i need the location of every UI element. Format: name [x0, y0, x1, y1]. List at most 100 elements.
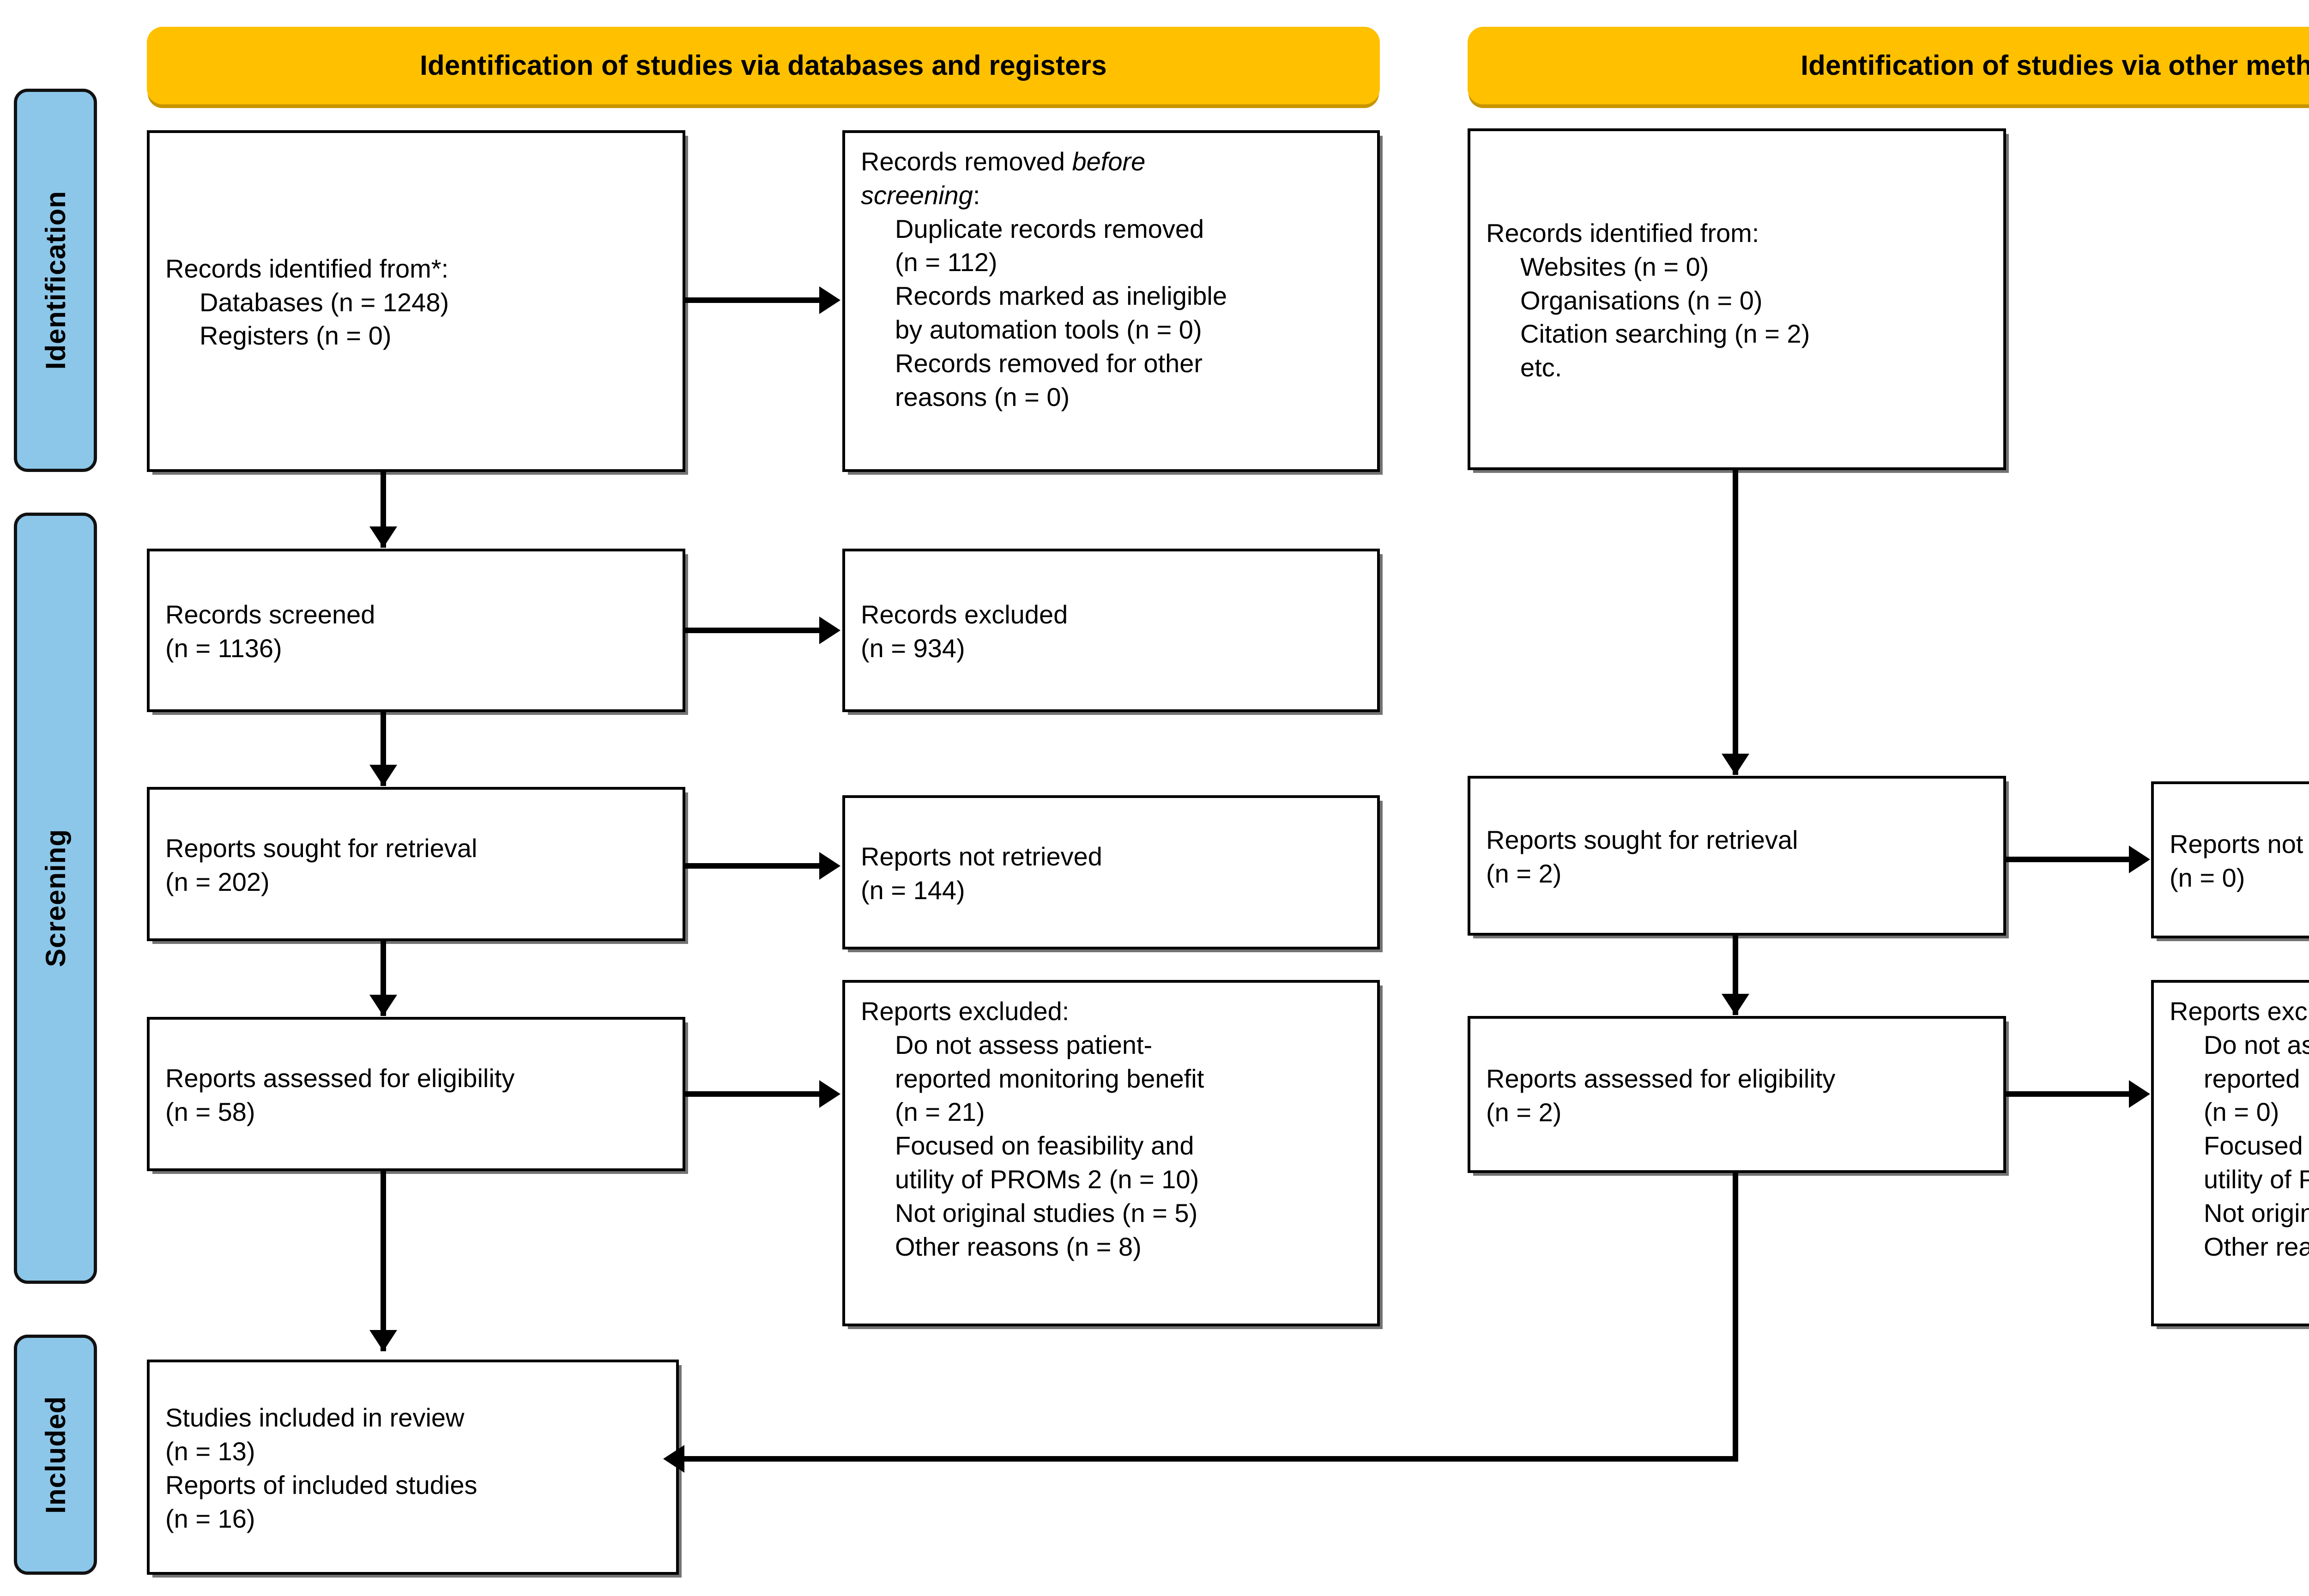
box-records-screened: Records screened (n = 1136)	[147, 549, 685, 712]
line: (n = 1136)	[165, 634, 282, 663]
line: (n = 144)	[861, 876, 965, 905]
box-records-screened-text: Records screened (n = 1136)	[165, 598, 670, 665]
line: Reports of included studies	[165, 1470, 478, 1499]
line: Reports assessed for eligibility	[165, 1064, 515, 1093]
line: Other reasons (n = 0)	[2204, 1232, 2309, 1261]
arrowhead-sought-to-not-retrieved-left	[819, 852, 840, 880]
line: Reports sought for retrieval	[165, 834, 478, 863]
banner-databases-registers: Identification of studies via databases …	[147, 27, 1380, 104]
line: Records screened	[165, 600, 375, 629]
box-reports-sought-retrieval-left-text: Reports sought for retrieval (n = 202)	[165, 832, 670, 899]
line: (n = 934)	[861, 634, 965, 663]
line: etc.	[1520, 353, 1562, 382]
arrowhead-screened-to-sought	[369, 765, 397, 786]
box-reports-sought-retrieval-right-text: Reports sought for retrieval (n = 2)	[1486, 823, 1990, 891]
line: Organisations (n = 0)	[1520, 285, 1763, 315]
box-records-identified-databases-text: Records identified from*: Databases (n =…	[165, 252, 670, 353]
box-records-removed-before-screening: Records removed before screening: Duplic…	[842, 130, 1380, 472]
banner-other-methods: Identification of studies via other meth…	[1468, 27, 2309, 104]
arrowhead-assessed-to-included-left	[369, 1330, 397, 1351]
connector-identified-to-removed	[685, 297, 819, 303]
box-reports-excluded-left: Reports excluded: Do not assess patient-…	[842, 980, 1380, 1326]
line: (n = 21)	[895, 1097, 985, 1127]
box-reports-sought-retrieval-right: Reports sought for retrieval (n = 2)	[1468, 776, 2006, 936]
arrowhead-identified-to-removed	[819, 286, 840, 314]
box-reports-assessed-eligibility-right-text: Reports assessed for eligibility (n = 2)	[1486, 1062, 1990, 1130]
box-reports-assessed-eligibility-left-text: Reports assessed for eligibility (n = 58…	[165, 1062, 670, 1129]
connector-right-assessed-to-included-vertical	[1733, 1173, 1738, 1462]
arrowhead-screened-to-excluded	[819, 617, 840, 644]
line: (n = 2)	[1486, 1098, 1562, 1127]
line: Reports not retrieved	[2170, 829, 2309, 859]
line: (n = 58)	[165, 1097, 255, 1126]
line-text: Records removed	[861, 147, 1072, 176]
line: utility of PROMs 2 (n = 0)	[2204, 1164, 2309, 1194]
arrowhead-right-to-included	[663, 1445, 684, 1473]
arrowhead-assessed-to-excluded-right	[2129, 1080, 2150, 1108]
line: reported monitoring benefit	[2204, 1064, 2309, 1093]
line: Reports sought for retrieval	[1486, 825, 1798, 855]
line: Websites (n = 0)	[1520, 252, 1709, 281]
connector-screened-to-excluded	[685, 628, 819, 633]
line: (n = 2)	[1486, 859, 1562, 888]
line: reasons (n = 0)	[895, 382, 1070, 411]
connector-sought-to-not-retrieved-right	[2006, 857, 2129, 862]
line: (n = 202)	[165, 867, 270, 896]
connector-identified-to-sought-right	[1733, 470, 1738, 775]
stage-pill-included: Included	[14, 1335, 97, 1575]
line: (n = 0)	[2204, 1097, 2279, 1127]
line: Duplicate records removed	[895, 214, 1204, 243]
line-suffix: :	[973, 180, 980, 210]
line: Records excluded	[861, 600, 1068, 629]
line: utility of PROMs 2 (n = 10)	[895, 1164, 1199, 1194]
box-reports-excluded-left-text: Reports excluded: Do not assess patient-…	[861, 995, 1364, 1264]
line: Do not assess patient-	[2204, 1030, 2309, 1059]
box-reports-assessed-eligibility-right: Reports assessed for eligibility (n = 2)	[1468, 1016, 2006, 1173]
arrowhead-sought-to-not-retrieved-right	[2129, 846, 2150, 873]
line: Records identified from*:	[165, 254, 449, 283]
line: Reports not retrieved	[861, 842, 1102, 871]
box-reports-excluded-right: Reports excluded: Do not assess patient-…	[2151, 980, 2309, 1326]
box-records-identified-other-methods: Records identified from: Websites (n = 0…	[1468, 128, 2006, 470]
connector-right-assessed-to-included-horizontal	[684, 1456, 1738, 1462]
line: Reports excluded:	[2170, 997, 2309, 1026]
connector-assessed-to-included-left	[381, 1171, 386, 1351]
box-records-identified-databases: Records identified from*: Databases (n =…	[147, 130, 685, 472]
box-reports-assessed-eligibility-left: Reports assessed for eligibility (n = 58…	[147, 1017, 685, 1171]
arrowhead-identified-to-screened	[369, 526, 397, 548]
stage-pill-screening-label: Screening	[40, 829, 71, 967]
box-reports-not-retrieved-right: Reports not retrieved (n = 0)	[2151, 781, 2309, 938]
stage-pill-identification: Identification	[14, 89, 97, 472]
box-records-identified-other-methods-text: Records identified from: Websites (n = 0…	[1486, 217, 1990, 385]
line: Studies included in review	[165, 1403, 465, 1433]
line: Reports assessed for eligibility	[1486, 1064, 1836, 1094]
box-studies-included-in-review-text: Studies included in review (n = 13) Repo…	[165, 1401, 663, 1536]
banner-other-methods-label: Identification of studies via other meth…	[1801, 50, 2309, 81]
arrowhead-sought-to-assessed-right	[1722, 994, 1749, 1015]
stage-pill-identification-label: Identification	[40, 191, 71, 370]
connector-assessed-to-excluded-right	[2006, 1091, 2129, 1097]
box-records-excluded: Records excluded (n = 934)	[842, 549, 1380, 712]
stage-pill-included-label: Included	[40, 1396, 71, 1514]
line: (n = 16)	[165, 1504, 255, 1533]
line: Do not assess patient-	[895, 1030, 1153, 1059]
line: Citation searching (n = 2)	[1520, 319, 1810, 349]
line: Focused on feasibility and	[2204, 1131, 2309, 1161]
box-reports-sought-retrieval-left: Reports sought for retrieval (n = 202)	[147, 787, 685, 941]
connector-assessed-to-excluded-left	[685, 1091, 819, 1097]
stage-pill-screening: Screening	[14, 513, 97, 1284]
line: Other reasons (n = 8)	[895, 1232, 1142, 1261]
line: Reports excluded:	[861, 997, 1070, 1026]
connector-sought-to-not-retrieved-left	[685, 863, 819, 869]
box-reports-excluded-right-text: Reports excluded: Do not assess patient-…	[2170, 995, 2309, 1264]
line: (n = 0)	[2170, 863, 2245, 892]
line-emphasis: screening	[861, 180, 973, 210]
box-reports-not-retrieved-left: Reports not retrieved (n = 144)	[842, 795, 1380, 949]
box-studies-included-in-review: Studies included in review (n = 13) Repo…	[147, 1360, 679, 1575]
line: Records marked as ineligible	[895, 281, 1227, 311]
arrowhead-sought-to-assessed-left	[369, 995, 397, 1016]
banner-databases-registers-label: Identification of studies via databases …	[420, 50, 1107, 81]
box-reports-not-retrieved-right-text: Reports not retrieved (n = 0)	[2170, 828, 2309, 895]
box-reports-not-retrieved-left-text: Reports not retrieved (n = 144)	[861, 840, 1364, 907]
